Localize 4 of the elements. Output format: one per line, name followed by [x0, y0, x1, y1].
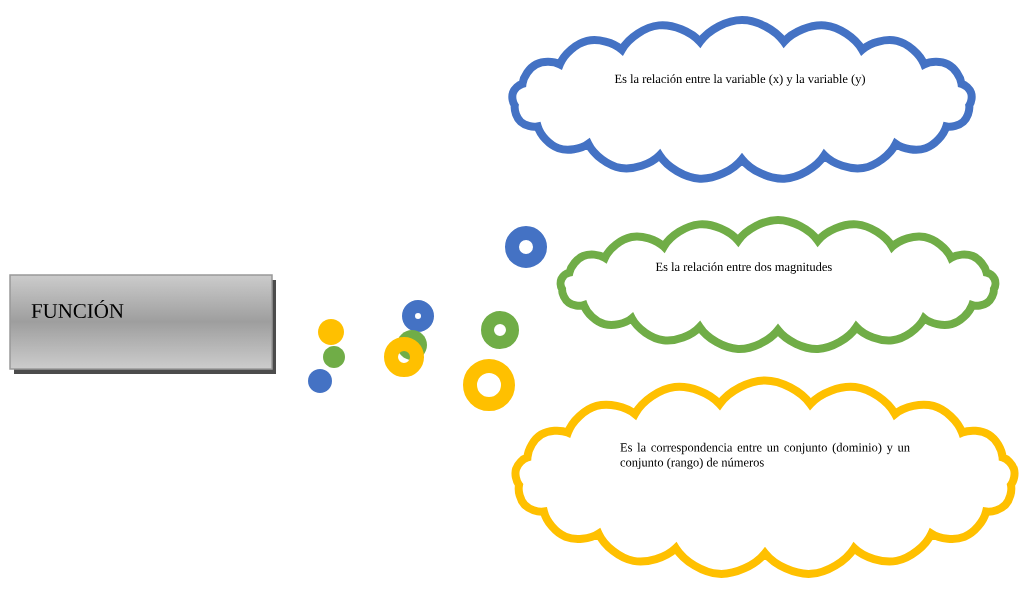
thought-cloud: Es la relación entre dos magnitudes — [556, 216, 1000, 353]
thought-cloud: Es la correspondencia entre un conjunto (dominio) y un conjunto (rango) de números — [511, 376, 1019, 578]
title-box: FUNCIÓN — [9, 274, 276, 374]
thought-cloud: Es la relación entre la variable (x) y la variable (y) — [508, 16, 976, 183]
